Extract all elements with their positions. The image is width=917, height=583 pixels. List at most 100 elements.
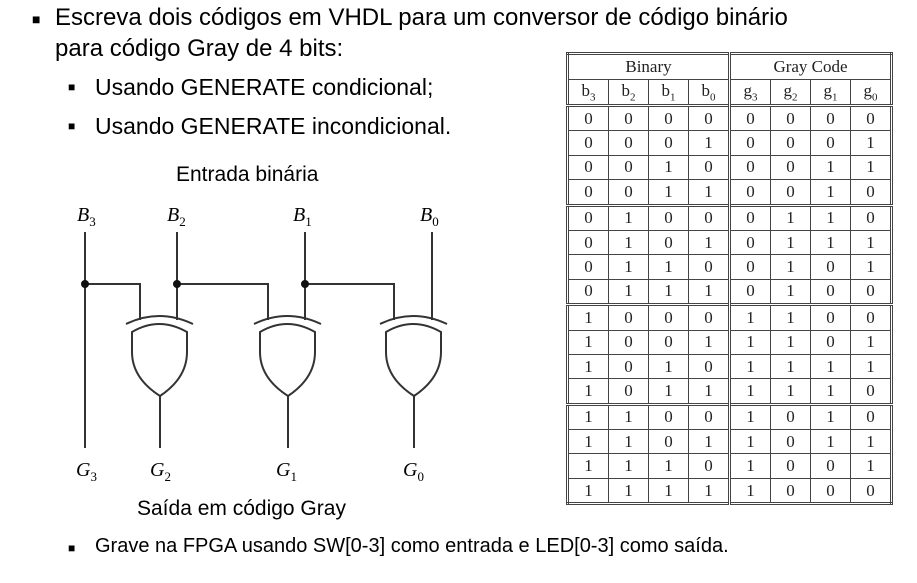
table-cell: 1 [567, 429, 609, 455]
task-line-1: Escreva dois códigos em VHDL para um con… [55, 4, 788, 31]
signal-index: 3 [90, 469, 97, 484]
table-cell: 1 [688, 429, 731, 455]
table-cell: 0 [770, 179, 811, 206]
table-cell: 0 [810, 130, 851, 156]
column-index: 0 [710, 91, 716, 104]
table-cell: 0 [770, 429, 811, 455]
column-header: g2 [770, 79, 811, 106]
table-cell: 1 [648, 353, 689, 380]
table-cell: 1 [810, 229, 851, 256]
table-cell: 0 [567, 103, 609, 132]
table-cell: 1 [850, 429, 892, 455]
table-cell: 0 [608, 303, 649, 331]
table-cell: 1 [688, 130, 731, 156]
xor-gate [253, 315, 322, 398]
table-cell: 0 [648, 303, 689, 331]
table-cell: 1 [850, 353, 892, 380]
table-cell: 1 [608, 203, 649, 231]
table-cell: 0 [850, 477, 892, 505]
signal-letter: B [167, 204, 179, 226]
output-label: G2 [150, 459, 171, 484]
table-cell: 1 [770, 254, 811, 280]
table-cell: 1 [688, 229, 731, 256]
table-cell: 0 [729, 179, 771, 206]
table-cell: 1 [608, 477, 649, 505]
table-cell: 1 [729, 353, 771, 380]
table-cell: 1 [810, 154, 851, 181]
table-cell: 1 [608, 254, 649, 280]
column-letter: g [863, 80, 873, 100]
table-cell: 0 [648, 103, 689, 132]
table-cell: 1 [608, 453, 649, 479]
column-index: 3 [752, 91, 758, 104]
junction-dots [81, 280, 309, 288]
sub-bullet-unconditional: Usando GENERATE incondicional. [95, 113, 452, 139]
task-line-2: para código Gray de 4 bits: [55, 35, 344, 62]
table-cell: 1 [567, 329, 609, 355]
table-cell: 1 [770, 203, 811, 231]
column-index: 2 [792, 91, 798, 104]
xor-gate [379, 315, 448, 398]
table-cell: 0 [770, 477, 811, 505]
table-cell: 0 [729, 103, 771, 132]
circuit-wires [84, 232, 433, 448]
table-cell: 0 [729, 130, 771, 156]
bullet-marker: ■ [68, 119, 76, 133]
table-cell: 0 [608, 179, 649, 206]
table-cell: 0 [850, 378, 892, 405]
table-cell: 1 [729, 453, 771, 479]
table-cell: 0 [648, 130, 689, 156]
table-cell: 0 [810, 477, 851, 505]
table-cell: 1 [608, 229, 649, 256]
table-cell: 1 [770, 378, 811, 405]
table-cell: 0 [567, 203, 609, 231]
column-header: b3 [567, 79, 609, 106]
table-cell: 0 [729, 203, 771, 231]
table-cell: 1 [608, 278, 649, 306]
bullet-marker: ■ [32, 11, 41, 27]
table-cell: 1 [770, 303, 811, 331]
table-cell: 0 [810, 103, 851, 132]
table-cell: 1 [729, 329, 771, 355]
table-cell: 1 [729, 402, 771, 431]
table-cell: 0 [688, 154, 731, 181]
bullet-marker: ■ [68, 541, 76, 555]
table-cell: 1 [648, 278, 689, 306]
table-cell: 1 [567, 477, 609, 505]
sub-bullet-conditional: Usando GENERATE condicional; [95, 74, 434, 100]
table-cell: 1 [810, 402, 851, 431]
table-cell: 0 [770, 154, 811, 181]
output-caption: Saída em código Gray [137, 497, 346, 520]
table-cell: 0 [688, 402, 731, 431]
signal-letter: G [76, 459, 91, 481]
table-cell: 0 [688, 353, 731, 380]
table-cell: 0 [688, 103, 731, 132]
table-cell: 1 [770, 353, 811, 380]
table-cell: 0 [567, 154, 609, 181]
bullet-marker: ■ [68, 80, 76, 94]
table-cell: 1 [770, 329, 811, 355]
table-cell: 1 [810, 353, 851, 380]
column-letter: g [743, 80, 753, 100]
table-cell: 1 [810, 429, 851, 455]
column-letter: g [823, 80, 833, 100]
signal-letter: G [403, 459, 418, 481]
table-cell: 1 [850, 130, 892, 156]
table-cell: 0 [567, 179, 609, 206]
input-label: B3 [77, 204, 96, 229]
table-cell: 1 [729, 303, 771, 331]
input-label: B2 [167, 204, 186, 229]
table-cell: 1 [770, 229, 811, 256]
table-cell: 0 [648, 203, 689, 231]
fpga-instruction: Grave na FPGA usando SW[0-3] como entrad… [95, 535, 729, 557]
table-cell: 1 [729, 378, 771, 405]
group-header-binary: Binary [567, 53, 731, 80]
column-index: 2 [630, 91, 636, 104]
